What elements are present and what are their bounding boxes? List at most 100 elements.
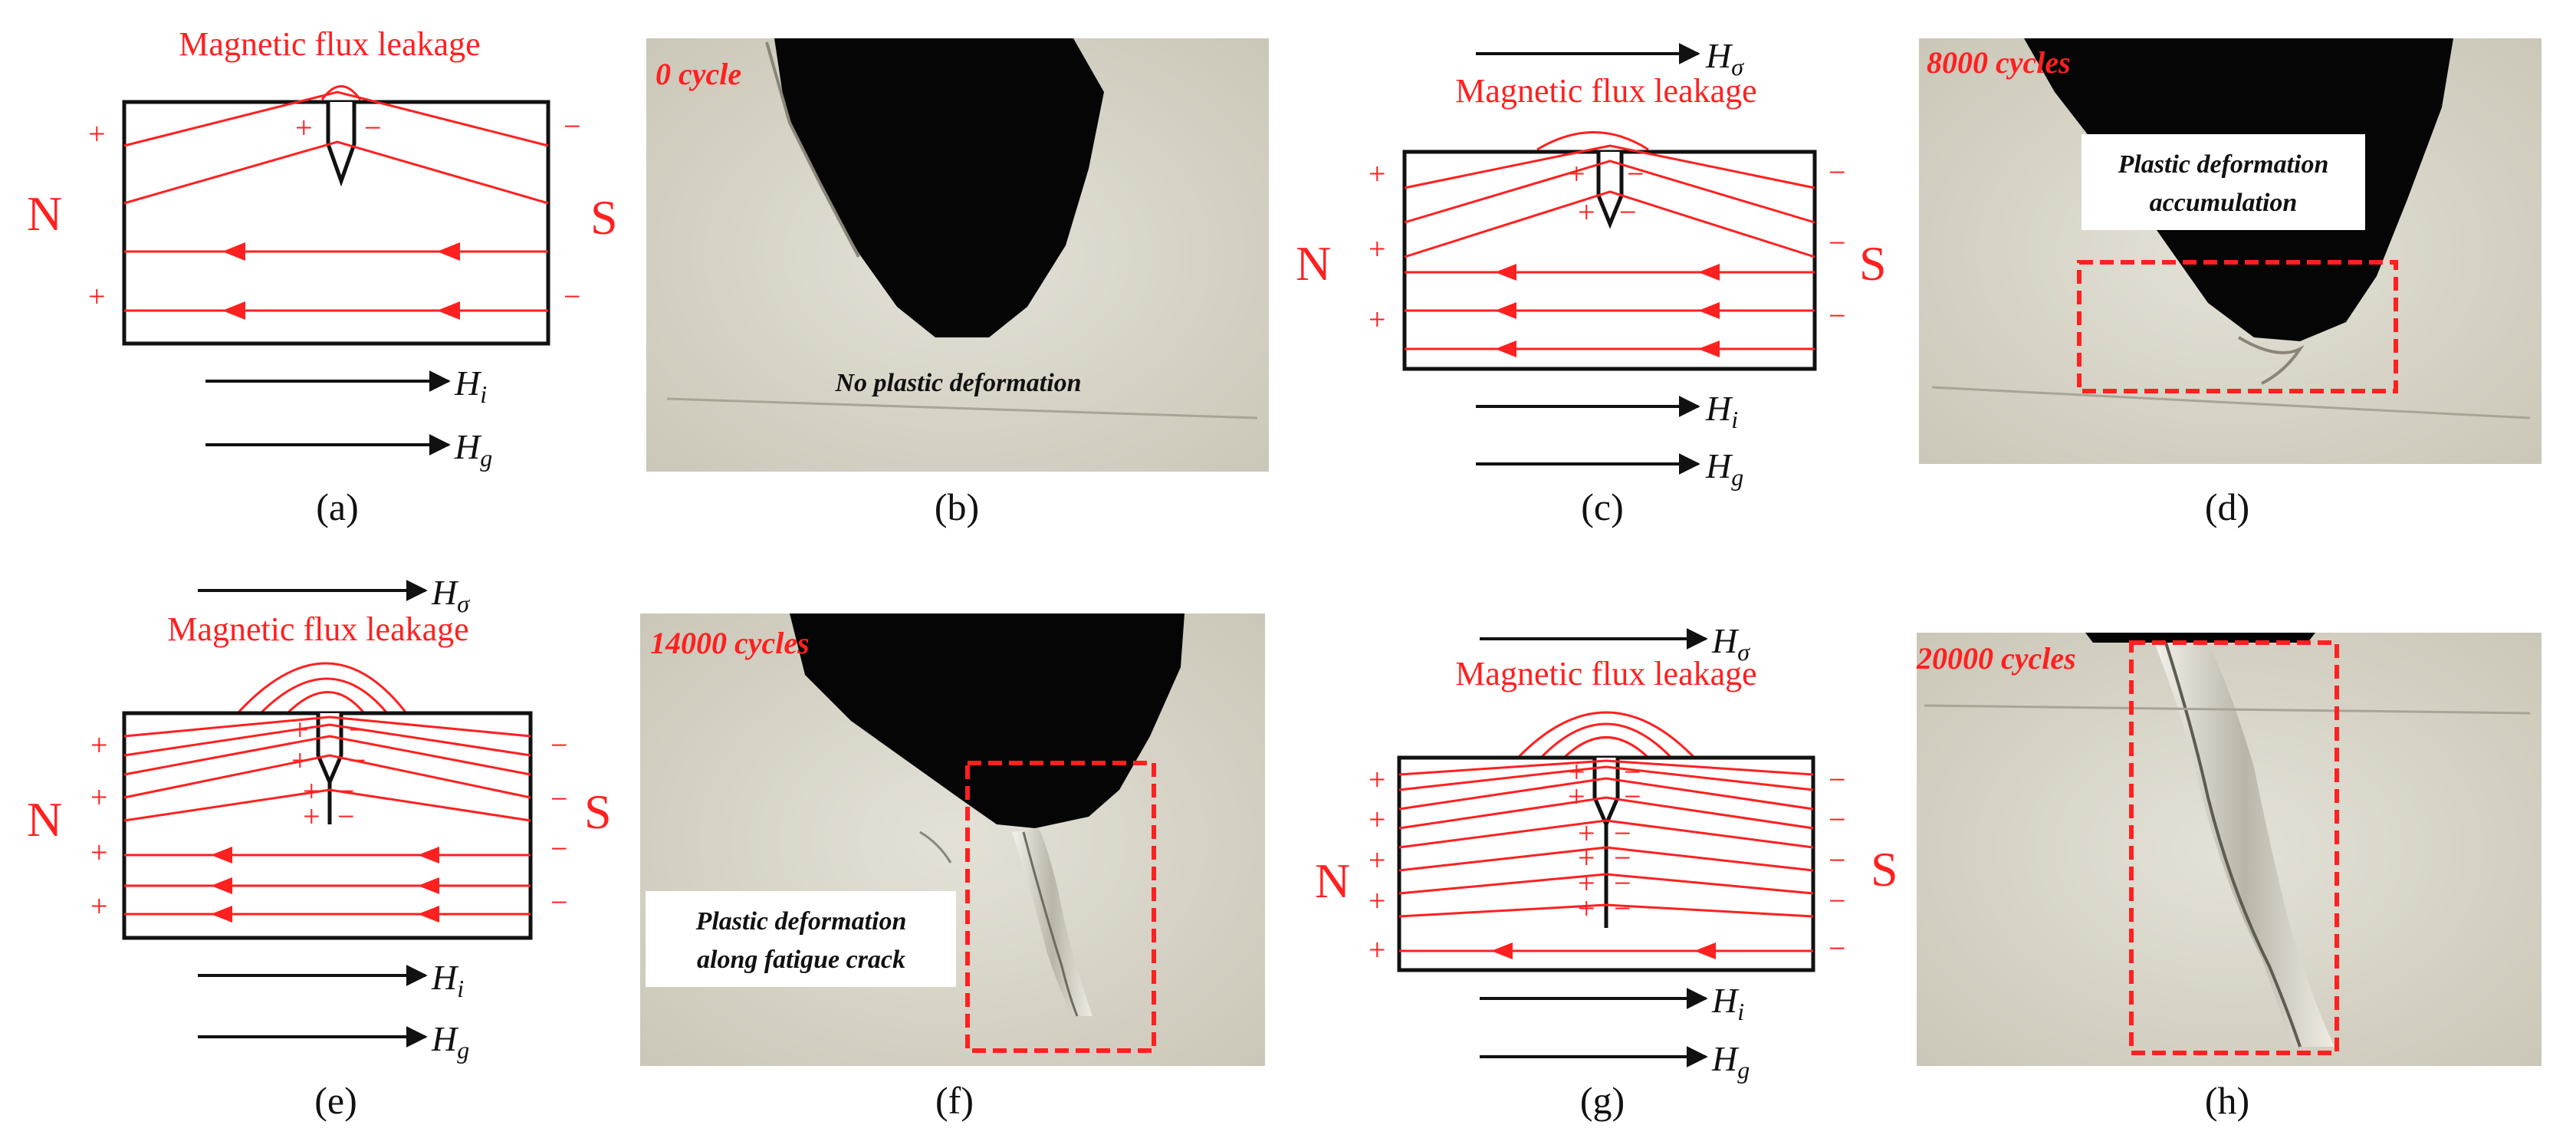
charge-sign: − (337, 774, 355, 808)
leakage-arc (1539, 722, 1673, 759)
charge-sign: − (1614, 866, 1631, 900)
leakage-arc (1536, 131, 1649, 151)
charge-sign: − (550, 831, 568, 866)
flux-line (123, 723, 531, 757)
caption-h: (h) (2205, 1079, 2249, 1122)
panel-h: 20000 cycles (h) (1916, 633, 2542, 1122)
field-label-hi: Hi (1711, 981, 1744, 1025)
note-box (2082, 134, 2365, 230)
plastic-zone (2237, 336, 2305, 385)
field-label-hi: Hi (454, 363, 487, 408)
field-label-hsigma: Hσ (1705, 36, 1744, 81)
panel-g: Hσ Magnetic flux leakage + − + − + − + −… (1315, 621, 1898, 1122)
charge-sign: + (90, 889, 108, 923)
flux-line (123, 90, 549, 147)
field-label-hi: Hi (1705, 389, 1738, 433)
charge-sign: + (1368, 883, 1386, 918)
observation-note: along fatigue crack (697, 946, 905, 974)
caption-d: (d) (2205, 485, 2249, 528)
pole-north: N (1296, 236, 1331, 291)
fatigue-crack (2164, 642, 2302, 1048)
charge-sign: − (1829, 931, 1846, 965)
pole-north: N (27, 186, 62, 241)
field-label-hg: Hg (431, 1019, 469, 1064)
flux-line (1398, 819, 1814, 849)
leakage-arc (286, 691, 366, 715)
cycle-label: 0 cycle (656, 57, 741, 91)
caption-c: (c) (1581, 485, 1624, 528)
charge-sign: + (1568, 156, 1585, 191)
charge-sign: + (1578, 891, 1595, 926)
charge-sign: + (90, 835, 108, 870)
fatigue-crack-zone (1012, 828, 1092, 1016)
field-label-hsigma: Hσ (431, 573, 470, 617)
flux-line (123, 735, 531, 776)
charge-sign: − (349, 712, 366, 747)
charge-sign: − (1624, 779, 1641, 814)
panel-a: Magnetic flux leakage + − + + − − N S Hi… (27, 25, 618, 528)
caption-g: (g) (1580, 1079, 1625, 1122)
charge-sign: + (1368, 156, 1386, 191)
scratch (1924, 704, 2531, 715)
flux-line (1398, 873, 1814, 895)
flux-line (1398, 903, 1814, 918)
charge-sign: − (550, 781, 568, 816)
cycle-label: 20000 cycles (1916, 641, 2076, 676)
charge-sign: − (564, 279, 581, 314)
charge-sign: − (1619, 195, 1637, 229)
charge-sign: + (1368, 802, 1386, 837)
observation-note: Plastic deformation (695, 907, 907, 936)
charge-sign: + (88, 279, 106, 314)
charge-sign: + (90, 780, 108, 814)
charge-sign: + (1578, 195, 1595, 229)
charge-sign: − (1614, 816, 1631, 850)
charge-sign: − (1829, 155, 1846, 189)
charge-sign: + (291, 743, 309, 778)
field-label-hg: Hg (1711, 1039, 1750, 1084)
leakage-arc (1562, 736, 1650, 759)
charge-sign: − (550, 728, 568, 762)
charge-sign: − (1829, 802, 1846, 837)
charge-sign: + (1568, 779, 1585, 814)
charge-sign: + (295, 110, 313, 145)
cycle-label: 8000 cycles (1927, 45, 2071, 80)
flux-line (123, 754, 531, 799)
flux-line (1404, 144, 1815, 189)
panel-e: Hσ Magnetic flux leakage + − + − + − + −… (27, 573, 612, 1122)
observation-note: accumulation (2150, 189, 2298, 217)
notch (326, 102, 356, 187)
charge-sign: − (349, 743, 366, 778)
flux-line (1398, 765, 1814, 791)
pole-south: S (584, 785, 612, 839)
field-label-hg: Hg (454, 427, 492, 472)
charge-sign: − (564, 109, 581, 143)
leakage-arc (1516, 711, 1696, 759)
panel-b: 0 cycle No plastic deformation (b) (646, 38, 1269, 528)
charge-sign: + (1368, 232, 1386, 266)
notch-edge (765, 41, 860, 258)
flux-line (123, 140, 549, 205)
flux-direction-arrows (222, 242, 460, 320)
panel-c: Hσ Magnetic flux leakage + − + − + + + −… (1296, 36, 1887, 528)
leakage-arc (259, 677, 389, 715)
plastic-zone (919, 831, 952, 863)
charge-sign: − (1627, 156, 1644, 191)
scratch (666, 397, 1258, 419)
flux-line (123, 715, 531, 738)
charge-sign: + (291, 712, 309, 747)
notch-void (774, 38, 1104, 337)
observation-note: No plastic deformation (834, 369, 1081, 397)
charge-sign: + (303, 774, 320, 808)
pole-south: S (590, 190, 618, 245)
pole-south: S (1859, 236, 1887, 291)
field-label-hi: Hi (431, 958, 464, 1002)
charge-sign: − (1624, 755, 1641, 789)
panel-d: 8000 cycles Plastic deformation accumula… (1919, 38, 2542, 528)
charge-sign: + (90, 728, 108, 762)
charge-sign: + (1368, 933, 1386, 967)
charge-sign: + (1578, 816, 1595, 850)
observation-note: Plastic deformation (2118, 150, 2329, 179)
charge-sign: − (1829, 883, 1846, 918)
flux-line (1398, 796, 1814, 830)
